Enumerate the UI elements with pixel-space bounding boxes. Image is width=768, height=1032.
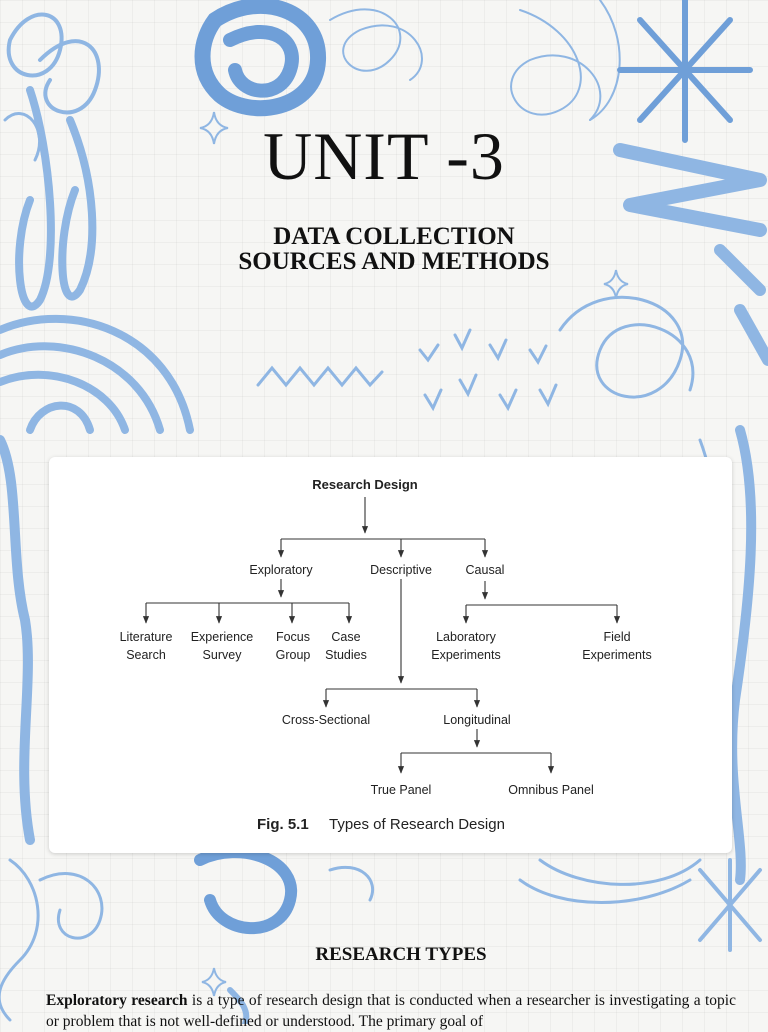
node-omnibus-panel: Omnibus Panel [508, 783, 593, 797]
node-descriptive: Descriptive [370, 563, 432, 577]
node-case-studies-line2: Studies [325, 648, 367, 662]
unit-title: UNIT -3 [263, 118, 505, 194]
node-cross-sectional: Cross-Sectional [282, 713, 370, 727]
node-exploratory: Exploratory [249, 563, 313, 577]
node-causal: Causal [466, 563, 505, 577]
node-field-experiments-line1: Field [603, 630, 630, 644]
node-research-design: Research Design [312, 477, 418, 492]
node-focus-group-line2: Group [276, 648, 311, 662]
connectors [142, 497, 621, 774]
node-true-panel: True Panel [371, 783, 432, 797]
figure-card: Research Design Exploratory Descriptive … [49, 457, 732, 853]
node-literature-search-line2: Search [126, 648, 166, 662]
body-paragraph: Exploratory research is a type of resear… [46, 990, 736, 1032]
node-experience-survey-line1: Experience [191, 630, 254, 644]
node-laboratory-experiments-line1: Laboratory [436, 630, 497, 644]
subtitle-line-2: SOURCES AND METHODS [238, 248, 550, 275]
node-experience-survey-line2: Survey [203, 648, 243, 662]
paragraph-term: Exploratory research [46, 992, 188, 1009]
subtitle: DATA COLLECTION SOURCES AND METHODS [0, 224, 768, 274]
section-heading: RESEARCH TYPES [315, 944, 487, 965]
figure-caption-text: Types of Research Design [329, 816, 505, 833]
figure-caption-number: Fig. 5.1 [257, 816, 309, 833]
node-laboratory-experiments-line2: Experiments [431, 648, 500, 662]
subtitle-line-1: DATA COLLECTION [273, 223, 515, 250]
research-design-diagram: Research Design Exploratory Descriptive … [120, 477, 652, 833]
node-literature-search-line1: Literature [120, 630, 173, 644]
node-case-studies-line1: Case [331, 630, 360, 644]
node-longitudinal: Longitudinal [443, 713, 510, 727]
node-focus-group-line1: Focus [276, 630, 310, 644]
node-field-experiments-line2: Experiments [582, 648, 651, 662]
